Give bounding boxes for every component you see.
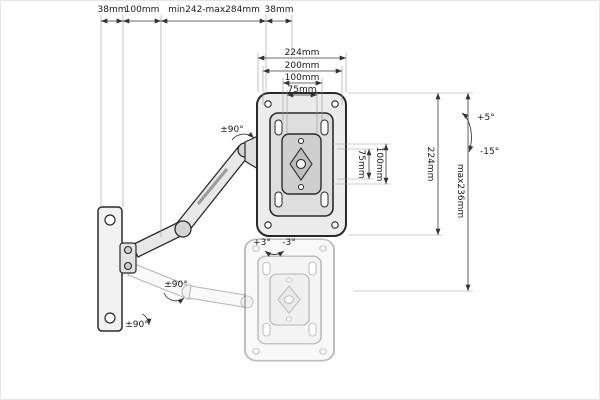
- vesa-plate-ghost: [244, 238, 335, 362]
- dim-height-100: 100mm: [374, 147, 384, 182]
- angle-tilt-up: +5°: [477, 113, 495, 123]
- dim-extension-range: min242-max284mm: [168, 5, 260, 15]
- swivel-arc-mid: [163, 292, 185, 304]
- dim-plate-depth: 38mm: [265, 5, 294, 15]
- hinge-pin: [123, 245, 133, 255]
- dim-wall-depth: 38mm: [98, 5, 127, 15]
- dim-arm-folded: 100mm: [125, 5, 160, 15]
- arm-ghost: [127, 262, 254, 309]
- swivel-arc-top: [231, 131, 255, 141]
- piston-rod: [196, 168, 229, 205]
- dimension-lines: [101, 18, 471, 291]
- swivel-arc-base: [141, 313, 152, 326]
- dim-height-224: 224mm: [425, 147, 435, 182]
- angle-swivel-mid: ±90°: [164, 280, 188, 290]
- labels: 38mm 100mm min242-max284mm 38mm 224mm 20…: [98, 5, 500, 330]
- hinge-pin: [123, 261, 133, 271]
- level-arc: [264, 250, 285, 257]
- elbow-joint: [174, 220, 192, 238]
- angle-swivel-base: ±90°: [125, 320, 149, 330]
- wall-plate-body: [97, 206, 123, 332]
- dim-width-224: 224mm: [285, 48, 320, 58]
- gas-spring-arm: [176, 145, 251, 233]
- angle-level-plus: +3°: [253, 238, 271, 248]
- angle-swivel-top: ±90°: [220, 125, 244, 135]
- dim-width-200: 200mm: [285, 61, 320, 71]
- dim-height-75: 75mm: [356, 150, 366, 179]
- dim-height-max: max236mm: [455, 164, 465, 218]
- mounting-arm: [131, 135, 259, 258]
- angle-level-minus: -3°: [282, 238, 295, 248]
- tilt-arc: [461, 112, 474, 153]
- wall-screw-hole: [104, 312, 116, 324]
- wall-screw-hole: [104, 214, 116, 226]
- angle-tilt-down: -15°: [480, 147, 499, 157]
- dim-width-75: 75mm: [288, 85, 317, 95]
- vesa-plate: [256, 92, 347, 237]
- wall-plate: [97, 206, 137, 332]
- angle-arcs: [141, 112, 474, 326]
- dim-width-100: 100mm: [285, 73, 320, 83]
